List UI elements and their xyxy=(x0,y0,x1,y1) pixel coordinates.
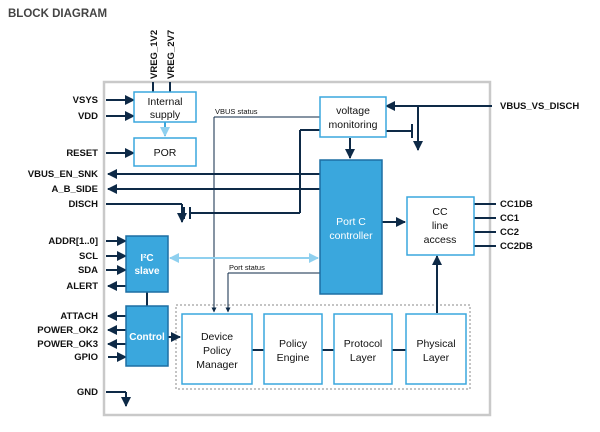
pin-cc1: CC1 xyxy=(500,213,520,224)
device-policy-manager-label: Policy xyxy=(203,345,232,357)
pin-scl: SCL xyxy=(79,251,98,262)
pin-cc2: CC2 xyxy=(500,227,519,238)
pin-vsys: VSYS xyxy=(73,95,98,106)
port-c-controller-label: Port C xyxy=(336,216,366,228)
status-lines xyxy=(211,116,320,313)
physical-layer-label: Physical xyxy=(416,338,455,350)
pin-vbus-en-snk: VBUS_EN_SNK xyxy=(28,169,98,180)
protocol-layer-label: Protocol xyxy=(344,338,383,350)
voltage-monitoring-label: monitoring xyxy=(328,119,377,131)
control-label: Control xyxy=(129,332,165,343)
port-c-controller-label: controller xyxy=(329,230,373,242)
internal-supply-block: Internal supply xyxy=(133,91,197,123)
pin-vbus-vs-disch: VBUS_VS_DISCH xyxy=(500,101,579,112)
pin-power-ok3: POWER_OK3 xyxy=(37,339,98,350)
pin-power-ok2: POWER_OK2 xyxy=(37,325,98,336)
vbus-status-label: VBUS status xyxy=(215,107,258,116)
pin-gpio: GPIO xyxy=(74,352,98,363)
pin-vreg-1v2: VREG_1V2 xyxy=(149,30,160,79)
connection-lines xyxy=(106,82,496,407)
pin-sda: SDA xyxy=(78,265,98,276)
pin-cc2db: CC2DB xyxy=(500,241,533,252)
pin-cc1db: CC1DB xyxy=(500,199,533,210)
pin-reset: RESET xyxy=(66,148,98,159)
device-policy-manager-label: Device xyxy=(201,331,233,343)
cc-line-access-block: CC line access xyxy=(406,196,475,256)
voltage-monitoring-block: voltage monitoring xyxy=(319,96,387,138)
physical-layer-label: Layer xyxy=(423,352,450,364)
pin-addr: ADDR[1..0] xyxy=(48,236,98,247)
por-block: POR xyxy=(133,137,197,167)
i2c-slave-label: I²C xyxy=(140,253,153,264)
policy-engine-label: Policy xyxy=(279,338,308,350)
device-policy-manager-label: Manager xyxy=(196,359,238,371)
protocol-layer-label: Layer xyxy=(350,352,377,364)
diagram-title: BLOCK DIAGRAM xyxy=(8,8,107,20)
protocol-stack-group xyxy=(175,304,471,390)
pin-vreg-2v7: VREG_2V7 xyxy=(166,30,177,79)
physical-layer-block: Physical Layer xyxy=(405,313,467,385)
internal-supply-label: supply xyxy=(150,109,181,121)
pin-gnd: GND xyxy=(77,387,98,398)
i2c-slave-block: I²C slave xyxy=(125,235,169,293)
pin-disch: DISCH xyxy=(68,199,98,210)
cc-line-access-label: access xyxy=(424,234,457,246)
pin-vdd: VDD xyxy=(78,111,98,122)
cc-line-access-label: CC xyxy=(432,206,448,218)
internal-supply-label: Internal xyxy=(147,96,182,108)
pin-attach: ATTACH xyxy=(60,311,98,322)
pin-alert: ALERT xyxy=(66,281,98,292)
device-policy-manager-block: Device Policy Manager xyxy=(181,313,253,385)
control-block: Control xyxy=(125,305,169,367)
port-status-label: Port status xyxy=(229,263,265,272)
voltage-monitoring-label: voltage xyxy=(336,105,370,117)
pin-a-b-side: A_B_SIDE xyxy=(52,184,98,195)
i2c-slave-label: slave xyxy=(134,266,159,277)
por-label: POR xyxy=(154,147,177,159)
policy-engine-label: Engine xyxy=(277,352,310,364)
policy-engine-block: Policy Engine xyxy=(263,313,323,385)
cc-line-access-label: line xyxy=(432,220,449,232)
port-c-controller-block: Port C controller xyxy=(319,159,383,295)
protocol-layer-block: Protocol Layer xyxy=(333,313,393,385)
